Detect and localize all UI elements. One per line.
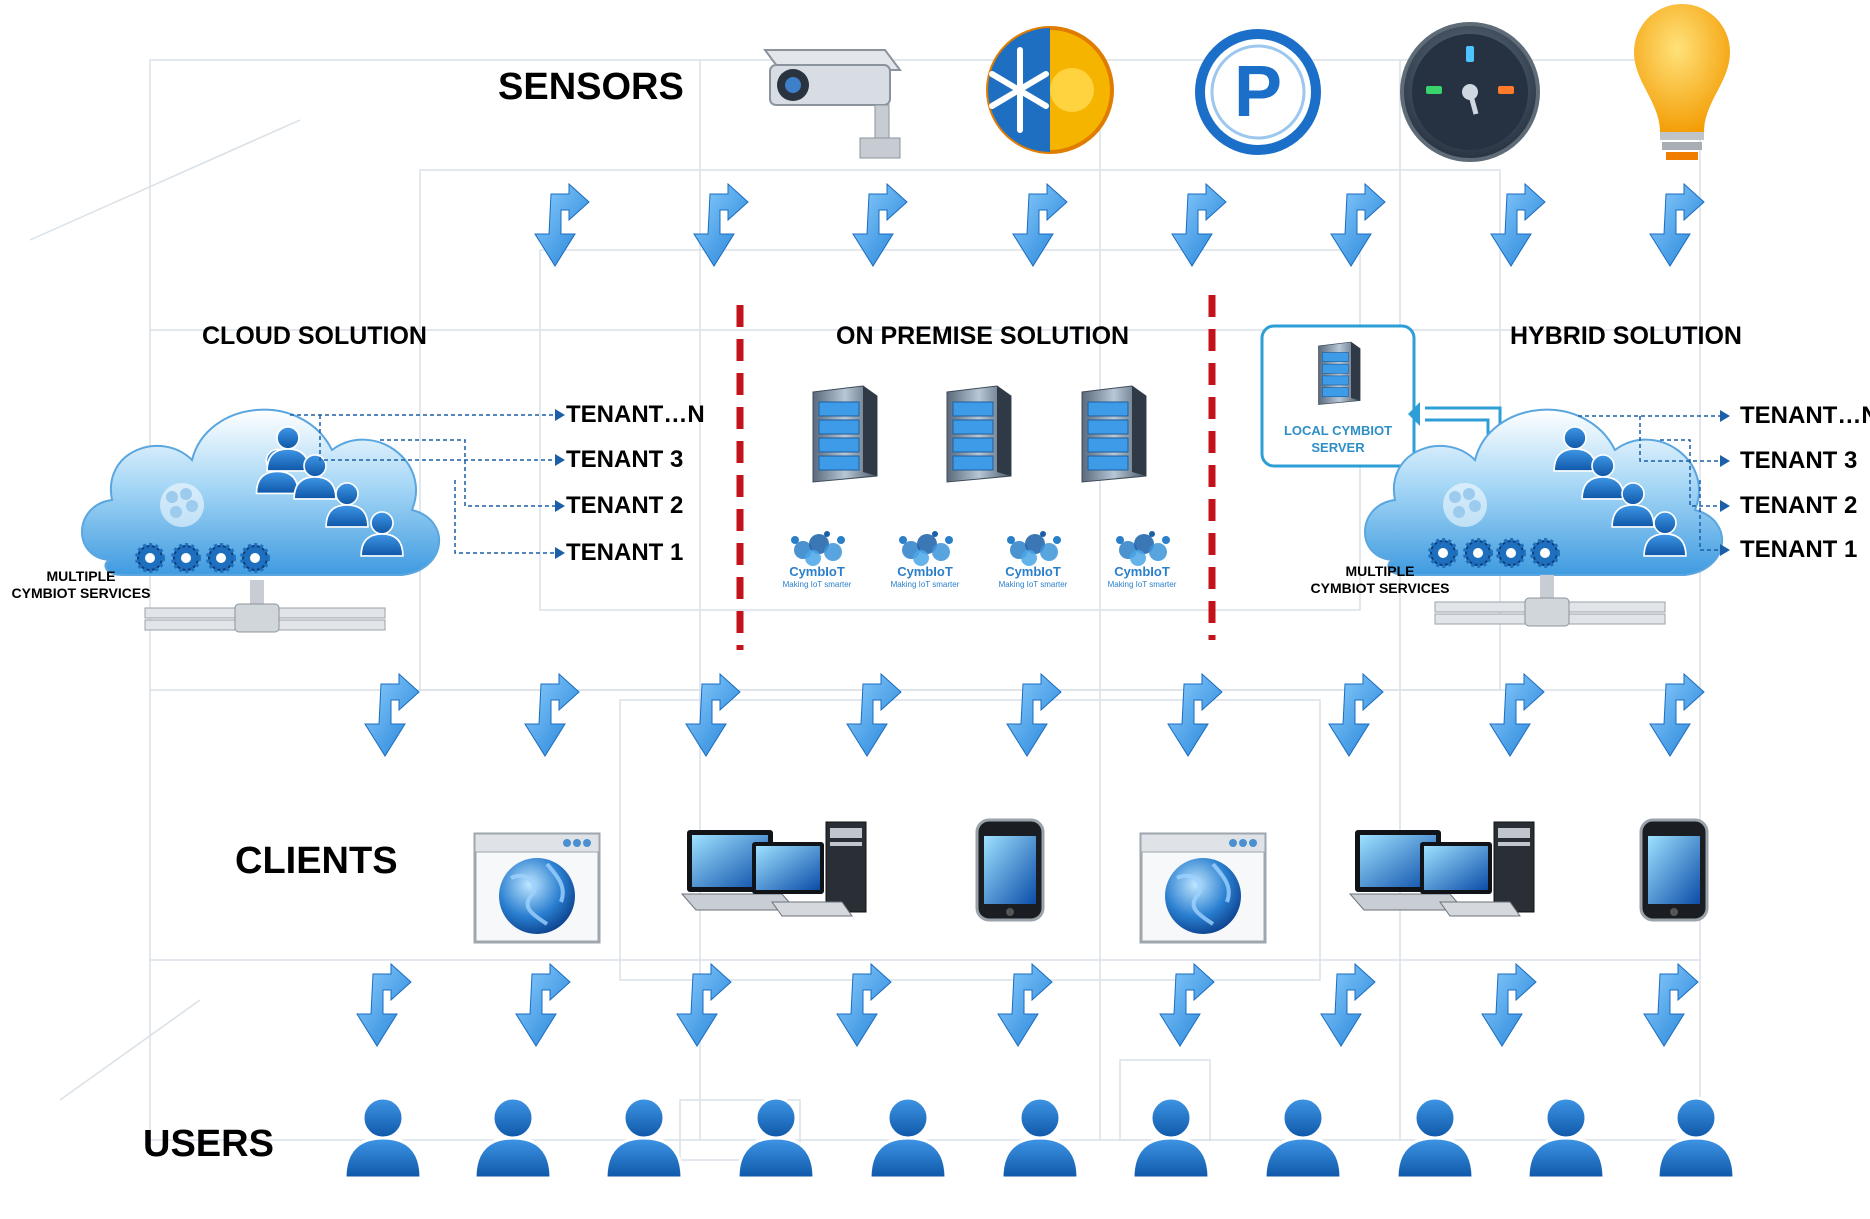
cymbiot-logo-text: CymbIoT — [1114, 564, 1170, 579]
svg-text:P: P — [1234, 52, 1282, 132]
services-line-2: CYMBIOT SERVICES — [11, 585, 151, 601]
cloud-tenant-1: TENANT 1 — [566, 539, 684, 566]
bidirectional-arrow — [852, 183, 908, 267]
bidirectional-arrow — [1171, 183, 1227, 267]
gauge-icon — [1400, 22, 1540, 162]
smartphone-icon — [975, 818, 1045, 922]
cloud-tenant-3: TENANT 3 — [566, 446, 684, 473]
hybrid-services-line-1: MULTIPLE — [1345, 563, 1415, 579]
security-camera-icon — [763, 49, 902, 159]
middle-arrows — [364, 673, 1705, 757]
web-browser-icon — [1139, 832, 1267, 944]
web-browser-icon — [473, 832, 601, 944]
user-icons — [343, 1096, 1736, 1180]
parking-icon: P — [1195, 29, 1321, 155]
bidirectional-arrow — [1330, 183, 1386, 267]
hybrid-network-base — [1434, 575, 1666, 627]
hybrid-tenant-arrowheads — [1720, 410, 1730, 556]
cloud-tenant-n: TENANT…N — [566, 401, 705, 428]
cymbiot-logo-text: CymbIoT — [789, 564, 845, 579]
bidirectional-arrow — [1490, 183, 1546, 267]
local-server-line-2: SERVER — [1311, 440, 1365, 455]
desktop-computers-icon — [1349, 821, 1535, 917]
hybrid-tenant-2: TENANT 2 — [1740, 492, 1858, 519]
clients-label: CLIENTS — [235, 840, 398, 882]
smartphone-icon — [1639, 818, 1709, 922]
sensor-arrows — [534, 183, 1705, 267]
sensors-label: SENSORS — [498, 66, 684, 108]
network-base — [144, 580, 386, 633]
bottom-arrows — [356, 963, 1699, 1047]
light-bulb-icon — [1634, 4, 1730, 160]
hybrid-tenant-1: TENANT 1 — [1740, 536, 1858, 563]
services-line-1: MULTIPLE — [46, 568, 116, 584]
arrowhead-icon — [1408, 402, 1420, 426]
server-icons — [812, 385, 1147, 483]
cloud-services-label: MULTIPLE CYMBIOT SERVICES — [8, 568, 154, 602]
desktop-computers-icon — [681, 821, 867, 917]
cymbiot-logo-text: CymbIoT — [1005, 564, 1061, 579]
tenant-arrowheads — [555, 409, 565, 559]
cymbiot-tagline: Making IoT smarter — [1107, 580, 1177, 589]
local-server-label: LOCAL CYMBIOT SERVER — [1262, 422, 1414, 456]
hvac-icon — [986, 26, 1114, 154]
cymbiot-tagline: Making IoT smarter — [782, 580, 852, 589]
local-server-line-1: LOCAL CYMBIOT — [1283, 423, 1393, 438]
users-label: USERS — [143, 1123, 274, 1165]
cymbiot-logos — [791, 531, 1170, 566]
hybrid-tenant-n: TENANT…N — [1740, 402, 1870, 429]
hybrid-tenant-connectors — [1578, 415, 1720, 551]
cymbiot-tagline: Making IoT smarter — [998, 580, 1068, 589]
local-server-icon — [1318, 341, 1361, 405]
hybrid-tenant-3: TENANT 3 — [1740, 447, 1858, 474]
cymbiot-logo-text: CymbIoT — [897, 564, 953, 579]
bidirectional-arrow — [1012, 183, 1068, 267]
bidirectional-arrow — [693, 183, 749, 267]
tenant-connectors — [290, 414, 555, 554]
on-premise-solution-title: ON PREMISE SOLUTION — [836, 322, 1130, 350]
cloud-solution-title: CLOUD SOLUTION — [202, 322, 427, 350]
hybrid-solution-title: HYBRID SOLUTION — [1510, 322, 1742, 350]
hybrid-services-line-2: CYMBIOT SERVICES — [1310, 580, 1450, 596]
bidirectional-arrow — [1649, 183, 1705, 267]
hybrid-services-label: MULTIPLE CYMBIOT SERVICES — [1300, 563, 1460, 597]
cloud-tenant-2: TENANT 2 — [566, 492, 684, 519]
cymbiot-tagline: Making IoT smarter — [890, 580, 960, 589]
bidirectional-arrow — [534, 183, 590, 267]
